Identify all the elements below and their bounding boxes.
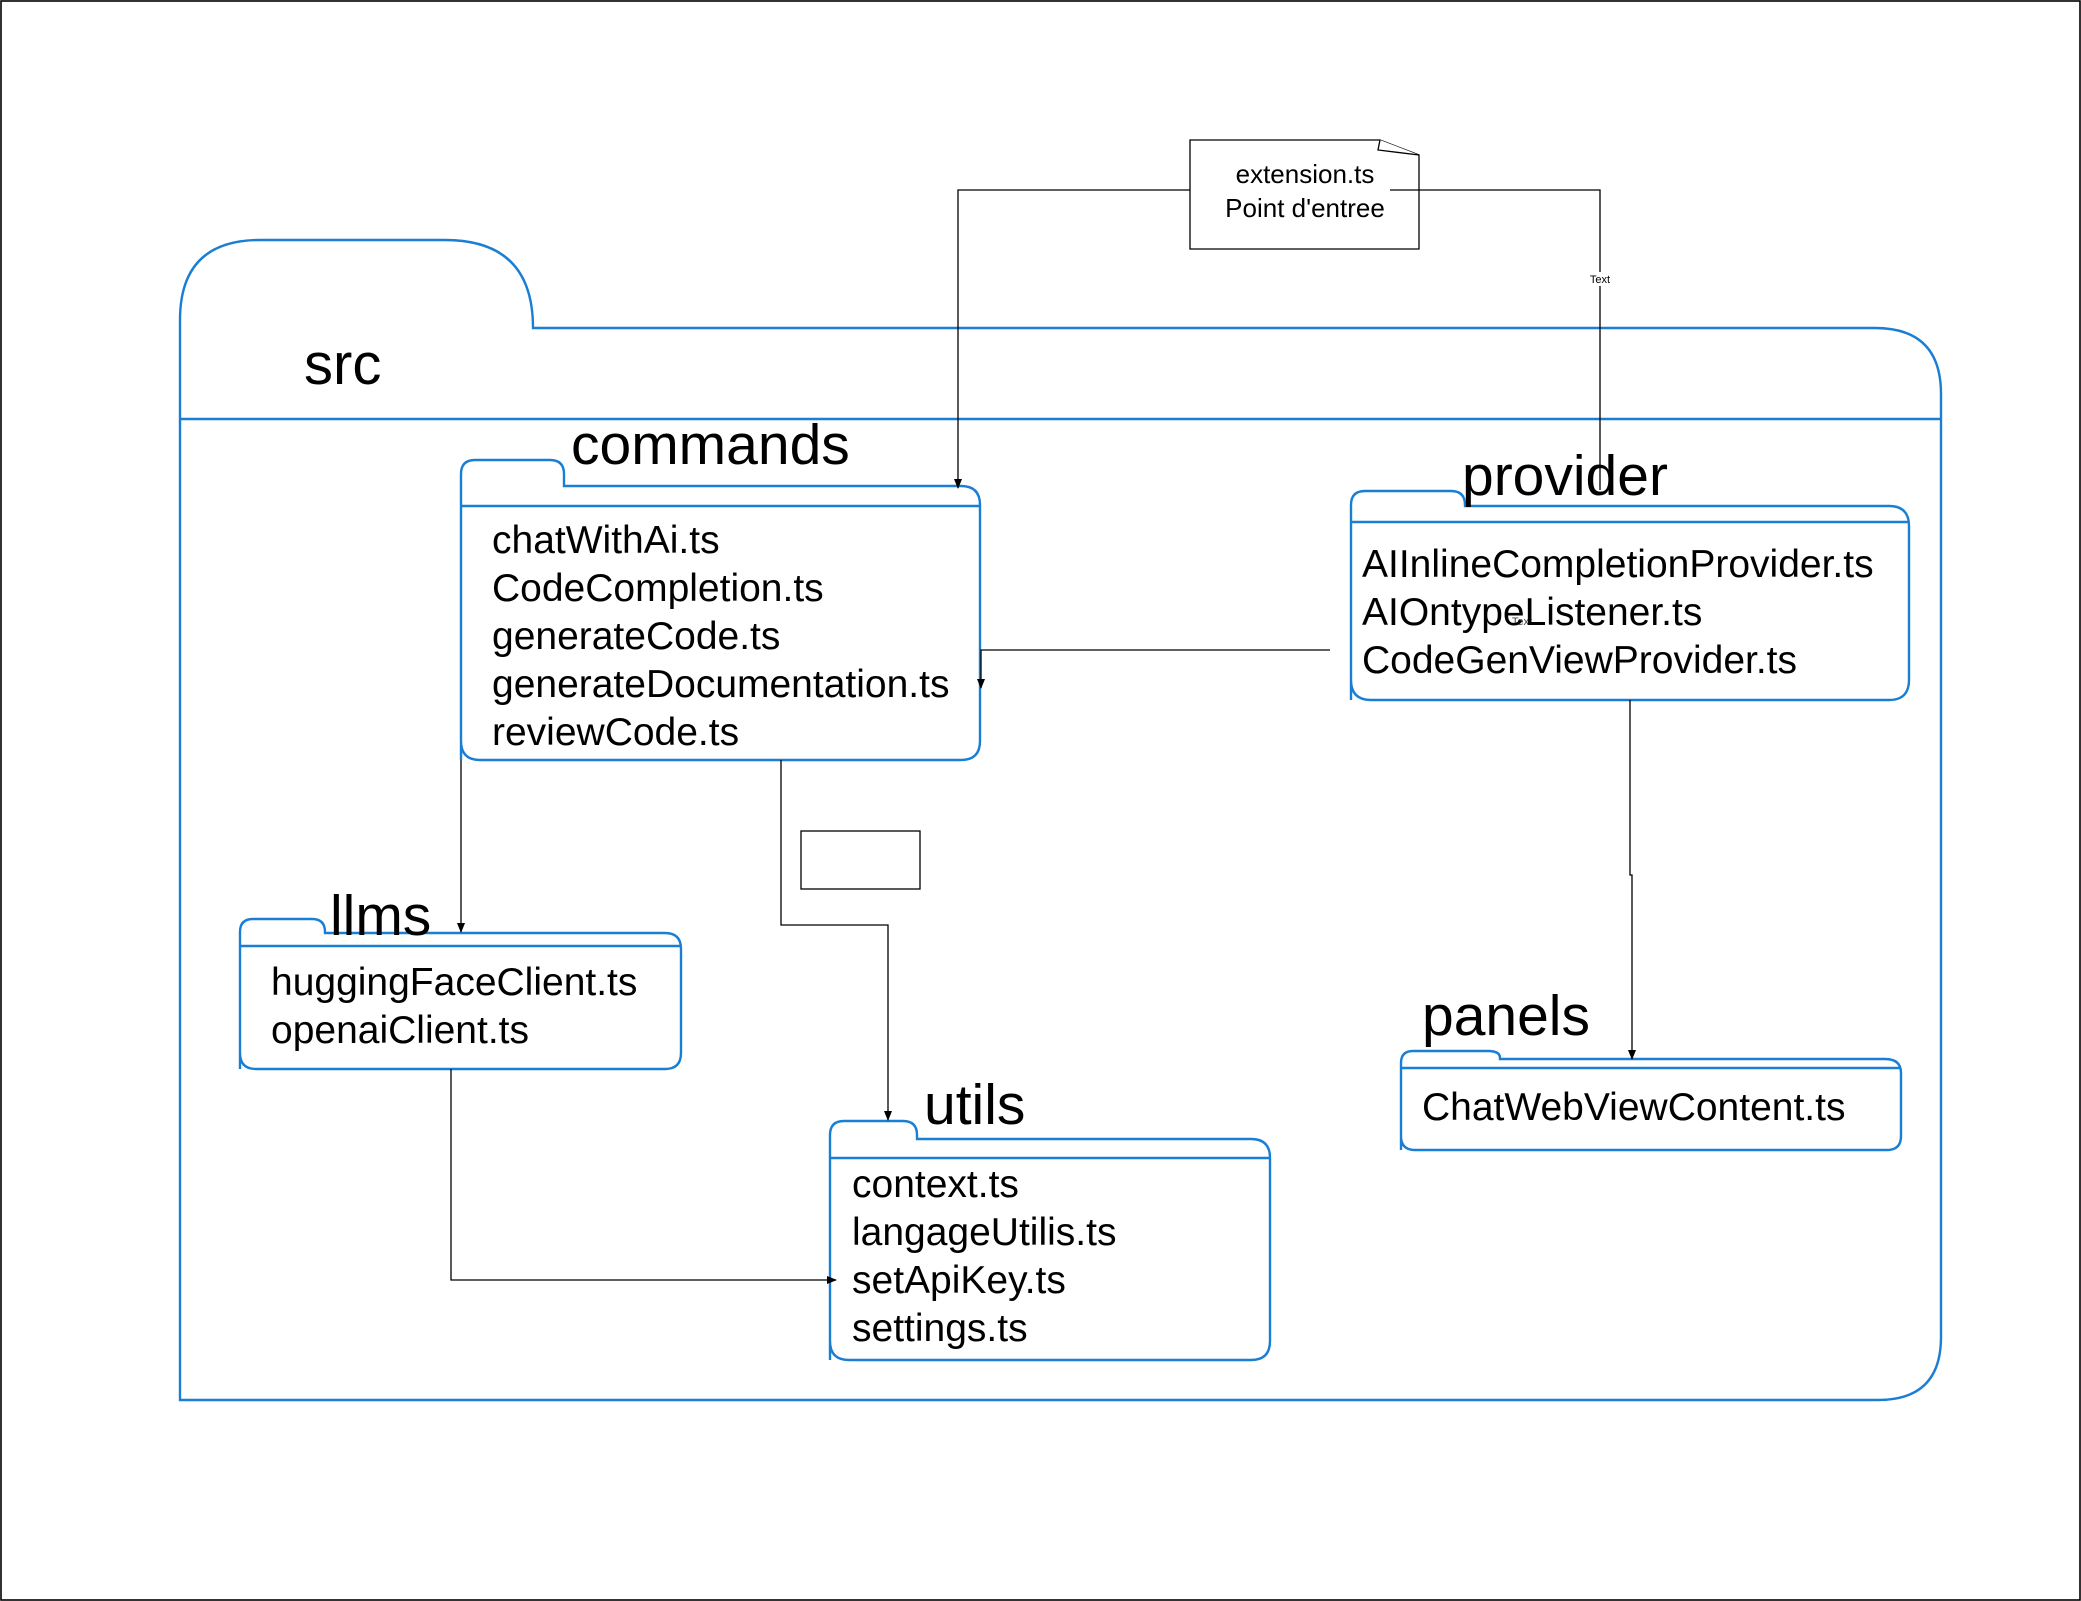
edge-label-bg — [1588, 272, 1612, 286]
package-llms[interactable]: llms huggingFaceClient.ts openaiClient.t… — [238, 884, 683, 1071]
edge-provider-to-commands[interactable] — [977, 649, 1330, 689]
file-context: context.ts — [852, 1163, 1019, 1206]
empty-box[interactable] — [800, 830, 921, 890]
file-huggingfaceclient: huggingFaceClient.ts — [271, 961, 637, 1004]
package-commands-title: commands — [571, 413, 850, 477]
file-setapikey: setApiKey.ts — [852, 1259, 1066, 1302]
package-utils[interactable]: utils context.ts langageUtilis.ts setApi… — [828, 1073, 1272, 1362]
edge-llms-to-utils[interactable] — [450, 1069, 837, 1284]
package-src[interactable]: src — [178, 238, 1943, 1402]
file-openaiclient: openaiClient.ts — [271, 1009, 529, 1052]
file-langageutilis: langageUtilis.ts — [852, 1211, 1116, 1254]
package-provider[interactable]: provider AIInlineCompletionProvider.ts A… — [1349, 444, 1911, 702]
edge-label-overlap: Text — [1512, 616, 1532, 628]
edge-provider-to-panels[interactable] — [1628, 700, 1636, 1060]
package-commands[interactable]: commands chatWithAi.ts CodeCompletion.ts… — [459, 413, 982, 762]
package-src-title: src — [304, 332, 381, 397]
file-reviewcode: reviewCode.ts — [492, 711, 739, 754]
edge-extension-to-provider[interactable] — [1390, 189, 1601, 490]
entry-note[interactable]: extension.ts Point d'entree — [1189, 139, 1420, 250]
package-llms-title: llms — [330, 884, 431, 948]
file-aiontypelistener: AIOntypeListener.ts — [1362, 591, 1702, 634]
package-panels-title: panels — [1422, 984, 1590, 1048]
file-generatecode: generateCode.ts — [492, 615, 780, 658]
package-provider-title: provider — [1462, 444, 1668, 508]
file-chatwithai: chatWithAi.ts — [492, 519, 720, 562]
edge-label-text: Text — [1590, 274, 1610, 286]
package-utils-title: utils — [924, 1073, 1025, 1137]
file-generatedocumentation: generateDocumentation.ts — [492, 663, 949, 706]
edge-extension-to-commands[interactable] — [954, 189, 1190, 489]
file-aiinlinecompletionprovider: AIInlineCompletionProvider.ts — [1362, 543, 1874, 586]
entry-note-description: Point d'entree — [1225, 193, 1385, 223]
entry-note-filename: extension.ts — [1236, 159, 1375, 189]
edge-commands-to-utils[interactable] — [780, 760, 892, 1121]
file-codecompletion: CodeCompletion.ts — [492, 567, 824, 610]
file-settings: settings.ts — [852, 1307, 1028, 1350]
package-panels[interactable]: panels ChatWebViewContent.ts — [1399, 984, 1903, 1152]
file-codegenviewprovider: CodeGenViewProvider.ts — [1362, 639, 1797, 682]
file-chatwebviewcontent: ChatWebViewContent.ts — [1422, 1086, 1845, 1129]
